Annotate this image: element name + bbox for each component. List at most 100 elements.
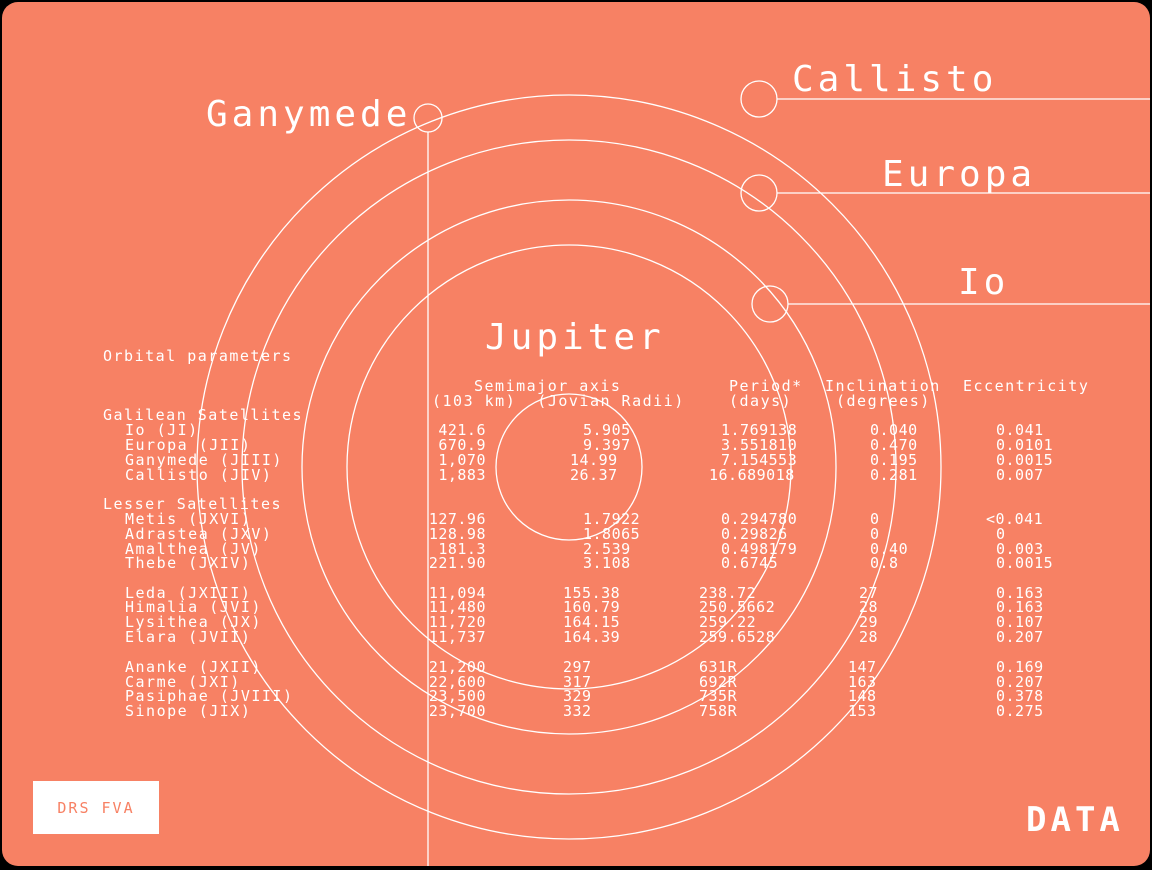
- cell-name: Ganymede (JIII): [125, 451, 283, 469]
- cell-km: 23,500: [428, 687, 486, 705]
- cell-period: 259.6528: [699, 628, 776, 646]
- cell-name: Sinope (JIX): [125, 702, 252, 720]
- cell-period: 1.769138: [721, 421, 798, 439]
- label-ganymede: Ganymede: [206, 94, 412, 135]
- ganymede-marker: [413, 103, 443, 133]
- cell-incl: 0.195: [870, 451, 918, 469]
- cell-ecc: 0.0101: [996, 436, 1054, 454]
- group-galilean: Galilean Satellites: [103, 406, 304, 424]
- cell-ecc: 0.207: [996, 673, 1044, 691]
- cell-incl: 0.040: [870, 421, 918, 439]
- cell-km: 127.96: [428, 510, 486, 528]
- group-lesser: Lesser Satellites: [103, 495, 283, 513]
- label-jupiter: Jupiter: [485, 317, 665, 358]
- cell-ecc: 0: [996, 525, 1006, 543]
- cell-name: Metis (JXVI): [125, 510, 252, 528]
- cell-incl: 27: [859, 584, 879, 602]
- header-period-units: (days): [729, 392, 793, 410]
- cell-radii: 329: [563, 687, 592, 705]
- cell-period: 7.154553: [721, 451, 798, 469]
- cell-ecc: 0.169: [996, 658, 1044, 676]
- cell-name: Lysithea (JX): [125, 613, 262, 631]
- cell-incl: 163: [848, 673, 877, 691]
- orbit-ganymede: [241, 139, 897, 795]
- jupiter-disc: [495, 393, 643, 541]
- cell-period: 250.5662: [699, 598, 776, 616]
- header-eccentricity: Eccentricity: [963, 377, 1090, 395]
- cell-period: 692R: [699, 673, 738, 691]
- cell-km: 11,480: [428, 598, 486, 616]
- cell-radii: 164.39: [563, 628, 621, 646]
- cell-incl: 0.8: [870, 554, 899, 572]
- cell-radii: 1.8065: [583, 525, 641, 543]
- cell-radii: 14.99: [570, 451, 618, 469]
- cell-ecc: <0.041: [986, 510, 1044, 528]
- label-callisto: Callisto: [792, 59, 998, 100]
- cell-name: Ananke (JXII): [125, 658, 262, 676]
- cell-km: 1,883: [438, 466, 486, 484]
- cell-radii: 160.79: [563, 598, 621, 616]
- cell-incl: 0: [870, 525, 880, 543]
- cell-incl: 0.40: [870, 540, 909, 558]
- cell-name: Io (JI): [125, 421, 199, 439]
- cell-ecc: 0.378: [996, 687, 1044, 705]
- cell-name: Carme (JXI): [125, 673, 241, 691]
- cell-name: Adrastea (JXV): [125, 525, 273, 543]
- cell-km: 1,070: [438, 451, 486, 469]
- cell-radii: 164.15: [563, 613, 621, 631]
- cell-incl: 28: [859, 628, 879, 646]
- cell-incl: 0: [870, 510, 880, 528]
- header-semimajor-axis: Semimajor axis: [474, 377, 622, 395]
- cell-name: Callisto (JIV): [125, 466, 273, 484]
- cell-name: Himalia (JVI): [125, 598, 262, 616]
- cell-name: Elara (JVII): [125, 628, 252, 646]
- cell-period: 16.689018: [709, 466, 795, 484]
- cell-incl: 153: [848, 702, 877, 720]
- cell-radii: 317: [563, 673, 592, 691]
- cell-radii: 5.905: [583, 421, 631, 439]
- cell-period: 735R: [699, 687, 738, 705]
- cell-radii: 155.38: [563, 584, 621, 602]
- cell-ecc: 0.207: [996, 628, 1044, 646]
- cell-name: Thebe (JXIV): [125, 554, 252, 572]
- cell-period: 0.294780: [721, 510, 798, 528]
- callisto-marker: [740, 80, 778, 118]
- cell-radii: 297: [563, 658, 592, 676]
- cell-km: 670.9: [438, 436, 486, 454]
- cell-km: 221.90: [428, 554, 486, 572]
- cell-radii: 2.539: [583, 540, 631, 558]
- cell-km: 128.98: [428, 525, 486, 543]
- cell-period: 3.551810: [721, 436, 798, 454]
- cell-km: 11,737: [428, 628, 486, 646]
- data-corner-label: DATA: [1026, 800, 1124, 840]
- cell-incl: 0.470: [870, 436, 918, 454]
- orbit-europa: [301, 199, 837, 735]
- cell-km: 23,700: [428, 702, 486, 720]
- cell-ecc: 0.007: [996, 466, 1044, 484]
- cell-incl: 29: [859, 613, 879, 631]
- cell-incl: 148: [848, 687, 877, 705]
- cell-incl: 0.281: [870, 466, 918, 484]
- cell-ecc: 0.163: [996, 598, 1044, 616]
- header-axis-units: (103 km) (Jovian Radii): [432, 392, 685, 410]
- cell-period: 259.22: [699, 613, 757, 631]
- cell-incl: 28: [859, 598, 879, 616]
- cell-period: 758R: [699, 702, 738, 720]
- header-inclination: Inclination: [825, 377, 941, 395]
- drs-fva-badge: DRS FVA: [33, 781, 159, 834]
- cell-radii: 332: [563, 702, 592, 720]
- cell-ecc: 0.003: [996, 540, 1044, 558]
- cell-period: 0.6745: [721, 554, 779, 572]
- orbit-io: [346, 244, 792, 690]
- cell-km: 11,720: [428, 613, 486, 631]
- cell-period: 238.72: [699, 584, 757, 602]
- cell-radii: 3.108: [583, 554, 631, 572]
- cell-incl: 147: [848, 658, 877, 676]
- header-inclination-units: (degrees): [836, 392, 931, 410]
- cell-km: 22,600: [428, 673, 486, 691]
- cell-radii: 1.7922: [583, 510, 641, 528]
- cell-period: 0.29826: [721, 525, 788, 543]
- cell-ecc: 0.0015: [996, 554, 1054, 572]
